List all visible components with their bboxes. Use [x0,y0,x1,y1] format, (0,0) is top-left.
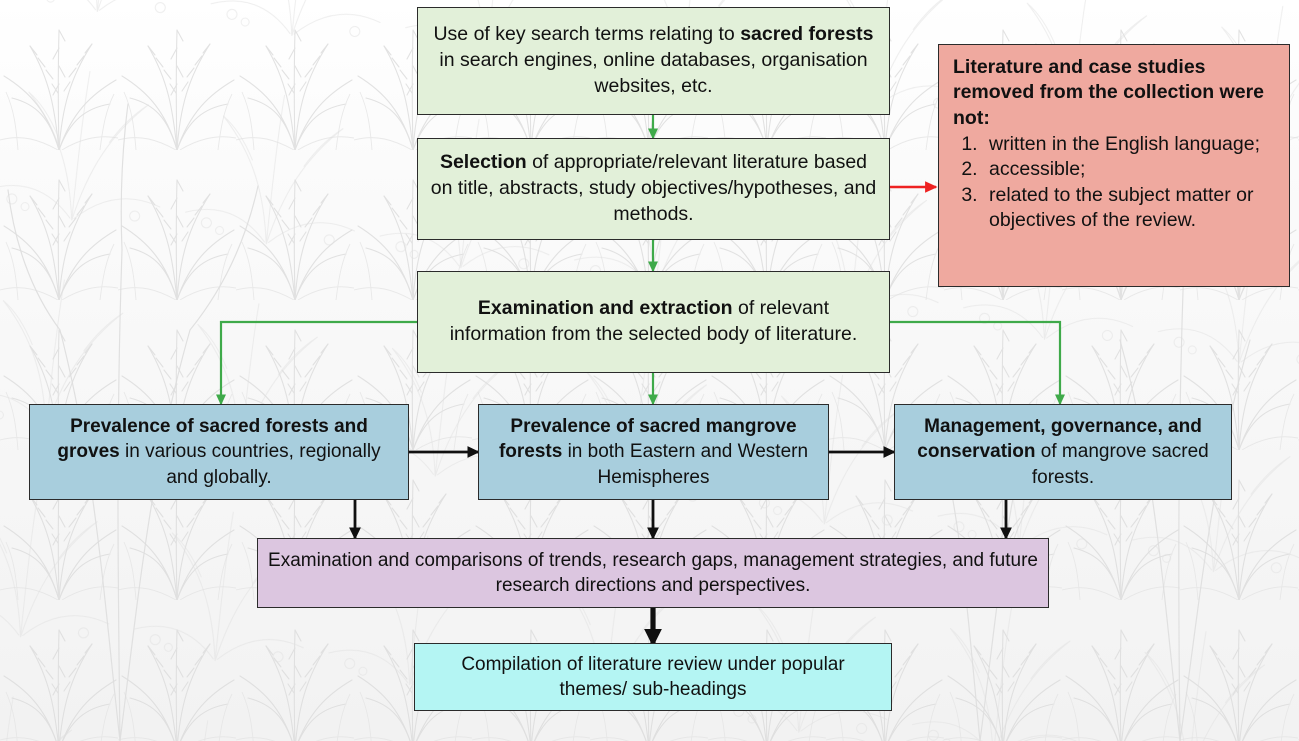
arrow-examination-to-prevalence-forests [215,320,417,406]
node-management-governance-conservation-text: Management, governance, and conservation… [917,416,1209,488]
node-prevalence-sacred-mangrove-forests: Prevalence of sacred mangrove forests in… [478,404,829,500]
node-exclusion-criteria: Literature and case studies removed from… [938,44,1290,287]
node-search-terms: Use of key search terms relating to sacr… [417,7,890,115]
arrow-examination-to-management [890,320,1066,406]
exclusion-criteria-item: accessible; [983,157,1277,182]
node-prevalence-sacred-forests-text: Prevalence of sacred forests and groves … [57,416,381,488]
node-search-terms-text: Use of key search terms relating to sacr… [433,23,874,97]
node-examination-comparisons: Examination and comparisons of trends, r… [257,538,1049,608]
exclusion-criteria-item: written in the English language; [983,132,1277,157]
node-selection-text: Selection of appropriate/relevant litera… [430,151,877,225]
node-examination-extraction-text: Examination and extraction of relevant i… [449,297,858,345]
node-selection: Selection of appropriate/relevant litera… [417,138,890,240]
node-examination-extraction: Examination and extraction of relevant i… [417,271,890,373]
node-compilation-literature-review-text: Compilation of literature review under p… [461,653,845,700]
node-examination-comparisons-text: Examination and comparisons of trends, r… [268,549,1038,596]
exclusion-criteria-list: written in the English language; accessi… [953,132,1277,233]
exclusion-criteria-title: Literature and case studies removed from… [953,56,1265,129]
exclusion-criteria-item: related to the subject matter or objecti… [983,183,1277,234]
node-prevalence-sacred-forests: Prevalence of sacred forests and groves … [29,404,409,500]
node-management-governance-conservation: Management, governance, and conservation… [894,404,1232,500]
node-prevalence-sacred-mangrove-forests-text: Prevalence of sacred mangrove forests in… [498,416,809,488]
node-compilation-literature-review: Compilation of literature review under p… [414,643,892,711]
